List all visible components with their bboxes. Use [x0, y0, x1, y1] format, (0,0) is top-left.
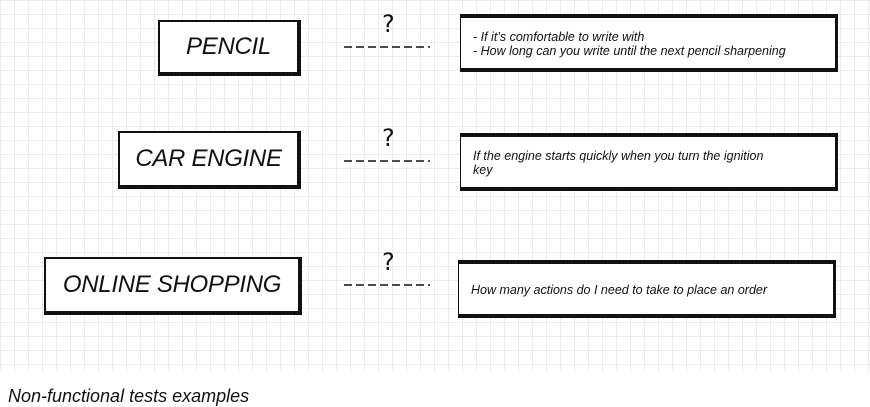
- description-line: key: [473, 163, 493, 177]
- connector-pencil: ?: [344, 10, 430, 48]
- connector-question-mark: ?: [382, 10, 395, 38]
- description-line: - If it’s comfortable to write with: [473, 30, 645, 44]
- subject-box-pencil: PENCIL: [158, 20, 301, 76]
- subject-box-car-engine: CAR ENGINE: [118, 131, 301, 189]
- description-box-online-shopping: How many actions do I need to take to pl…: [458, 260, 836, 318]
- subject-label: ONLINE SHOPPING: [62, 271, 282, 298]
- connector-question-mark: ?: [382, 248, 395, 276]
- subject-box-online-shopping: ONLINE SHOPPING: [44, 257, 302, 315]
- description-box-car-engine: If the engine starts quickly when you tu…: [460, 133, 838, 191]
- description-line: How many actions do I need to take to pl…: [471, 283, 768, 297]
- connector-online-shopping: ?: [344, 248, 430, 286]
- description-box-pencil: - If it’s comfortable to write with - Ho…: [460, 14, 838, 72]
- connector-car-engine: ?: [344, 124, 430, 162]
- description-line: - How long can you write until the next …: [473, 44, 786, 58]
- description-line: If the engine starts quickly when you tu…: [473, 149, 764, 163]
- connector-question-mark: ?: [382, 124, 395, 152]
- diagram-caption: Non-functional tests examples: [8, 386, 250, 406]
- subject-label: PENCIL: [186, 33, 271, 60]
- subject-label: CAR ENGINE: [135, 145, 282, 172]
